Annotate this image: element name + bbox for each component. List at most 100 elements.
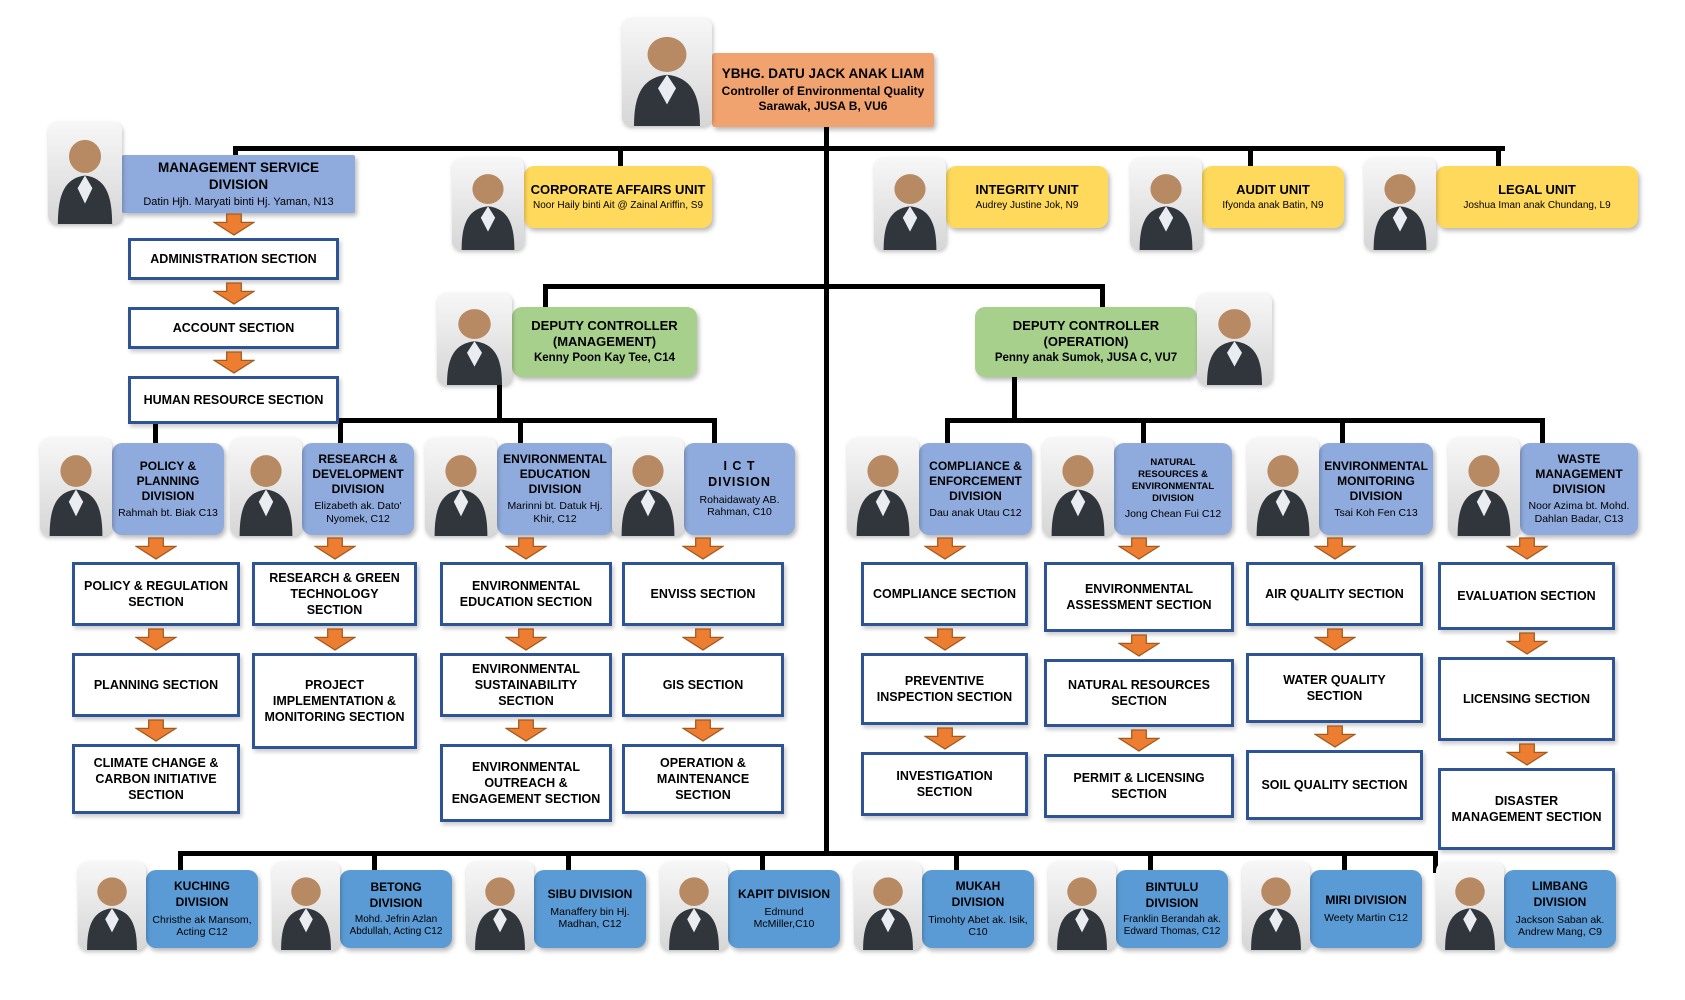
section-box: INVESTIGATION SECTION [861,752,1028,816]
down-arrow-icon [313,537,356,560]
down-arrow-icon [923,727,966,750]
connector-drop-corporate [618,146,623,170]
regional-title: KUCHING DIVISION [174,879,230,909]
division-title: POLICY & PLANNING DIVISION [136,458,200,503]
connector-drop-limbang [1433,851,1438,873]
down-arrow-icon [212,351,255,374]
legal-unit-box: LEGAL UNIT Joshua Iman anak Chundang, L9 [1436,166,1638,228]
down-arrow-icon [212,213,255,236]
unit-officer: Noor Haily binti Ait @ Zainal Ariffin, S… [532,200,704,212]
deputy-title: DEPUTY CONTROLLER (OPERATION) [1012,317,1160,350]
natural-resources-sections: ENVIRONMENTAL ASSESSMENT SECTION NATURAL… [1044,535,1234,818]
connector-top-horizontal [233,146,1505,151]
down-arrow-icon [135,719,177,742]
division-officer: Marinni bt. Datuk Hj. Khir, C12 [507,500,603,525]
regional-title: KAPIT DIVISION [737,887,830,902]
ict-photo [612,438,684,536]
sibu-division-box: SIBU DIVISION Manaffery bin Hj. Madhan, … [534,870,646,948]
section-box: PLANNING SECTION [72,653,240,717]
section-box: NATURAL RESOURCES SECTION [1044,659,1234,727]
integrity-unit-photo [874,158,946,250]
section-box: POLICY & REGULATION SECTION [72,562,240,626]
research-development-box: RESEARCH & DEVELOPMENT DIVISION Elizabet… [302,443,414,535]
person-silhouette [475,877,525,950]
legal-unit-photo [1364,158,1436,250]
section-box: ENVIRONMENTAL OUTREACH & ENGAGEMENT SECT… [440,744,612,822]
regional-officer: Franklin Berandah ak. Edward Thomas, C12 [1123,914,1221,938]
deputy-title: DEPUTY CONTROLLER (MANAGEMENT) [531,317,678,350]
person-silhouette [57,139,113,224]
kuching-division-photo [78,862,146,950]
miri-division-box: MIRI DIVISION Weety Martin C12 [1310,870,1422,948]
kuching-division-box: KUCHING DIVISION Christhe ak Mansom, Act… [146,870,258,948]
division-officer: Rahmah bt. Biak C13 [118,506,218,519]
ict-box: I C T DIVISION Rohaidawaty AB. Rahman, C… [684,443,795,535]
down-arrow-icon [505,537,547,560]
down-arrow-icon [135,628,177,651]
down-arrow-icon [212,282,255,305]
division-officer: Noor Azima bt. Mohd. Dahlan Badar, C13 [1528,500,1630,525]
research-development-sections: RESEARCH & GREEN TECHNOLOGY SECTION PROJ… [252,535,417,749]
connector-deputy-horizontal [543,284,1105,289]
section-box: OPERATION & MAINTENANCE SECTION [622,744,784,814]
down-arrow-icon [1505,537,1548,560]
person-silhouette [1207,309,1262,385]
section-box: PREVENTIVE INSPECTION SECTION [861,653,1028,725]
section-box: RESEARCH & GREEN TECHNOLOGY SECTION [252,562,417,626]
connector-drop-policy [153,418,158,446]
person-silhouette [883,174,937,250]
division-officer: Rohaidawaty AB. Rahman, C10 [699,493,780,519]
section-box: COMPLIANCE SECTION [861,562,1028,626]
environmental-education-box: ENVIRONMENTAL EDUCATION DIVISION Marinni… [497,443,613,535]
ict-sections: ENVISS SECTION GIS SECTION OPERATION & M… [622,535,784,814]
connector-drop-envmon [1340,418,1345,446]
connector-right-cluster-horizontal [945,418,1545,423]
compliance-enforcement-photo [847,438,919,536]
down-arrow-icon [682,719,724,742]
section-box: SOIL QUALITY SECTION [1246,750,1423,820]
down-arrow-icon [313,628,356,651]
down-arrow-icon [923,628,966,651]
unit-officer: Audrey Justine Jok, N9 [975,200,1079,212]
unit-title: CORPORATE AFFAIRS UNIT [530,181,706,197]
policy-planning-box: POLICY & PLANNING DIVISION Rahmah bt. Bi… [112,443,224,535]
division-title: NATURAL RESOURCES & ENVIRONMENTAL DIVISI… [1131,457,1215,505]
controller-box: YBHG. DATU JACK ANAK LIAM Controller of … [712,53,934,127]
connector-drop-audit [1248,146,1253,170]
controller-grade: Sarawak, JUSA B, VU6 [758,99,888,114]
connector-bottom-horizontal [178,851,1438,856]
section-box: ENVIRONMENTAL EDUCATION SECTION [440,562,612,626]
division-title: ENVIRONMENTAL EDUCATION DIVISION [503,452,607,497]
person-silhouette [87,877,137,950]
audit-unit-box: AUDIT UNIT Ifyonda anak Batin, N9 [1202,166,1344,228]
management-service-photo [48,122,122,224]
person-silhouette [1251,877,1301,950]
controller-role: Controller of Environmental Quality [721,83,925,98]
person-silhouette [1139,174,1193,250]
down-arrow-icon [1313,725,1356,748]
regional-title: MIRI DIVISION [1325,893,1407,908]
connector-drop-miri [1342,851,1347,873]
compliance-enforcement-sections: COMPLIANCE SECTION PREVENTIVE INSPECTION… [861,535,1028,816]
regional-title: LIMBANG DIVISION [1532,879,1588,909]
person-silhouette [447,309,502,385]
kapit-division-box: KAPIT DIVISION Edmund McMiller,C10 [728,870,840,948]
deputy-management-box: DEPUTY CONTROLLER (MANAGEMENT) Kenny Poo… [512,307,697,377]
division-title: WASTE MANAGEMENT DIVISION [1535,452,1623,497]
person-silhouette [461,174,515,250]
person-silhouette [1445,877,1495,950]
person-silhouette [1051,455,1105,536]
unit-title: AUDIT UNIT [1236,181,1310,197]
natural-resources-photo [1042,438,1114,536]
down-arrow-icon [505,719,547,742]
regional-title: BETONG DIVISION [369,879,423,910]
management-service-box: MANAGEMENT SERVICE DIVISION Datin Hjh. M… [122,155,355,213]
waste-management-box: WASTE MANAGEMENT DIVISION Noor Azima bt.… [1520,443,1638,535]
connector-drop-deputy-mgmt [543,284,548,312]
environmental-education-sections: ENVIRONMENTAL EDUCATION SECTION ENVIRONM… [440,535,612,822]
down-arrow-icon [1118,634,1160,657]
connector-drop-rnd [338,418,343,446]
division-title: ENVIRONMENTAL MONITORING DIVISION [1324,458,1428,503]
connector-drop-waste [1540,418,1545,446]
section-box: DISASTER MANAGEMENT SECTION [1438,768,1615,850]
